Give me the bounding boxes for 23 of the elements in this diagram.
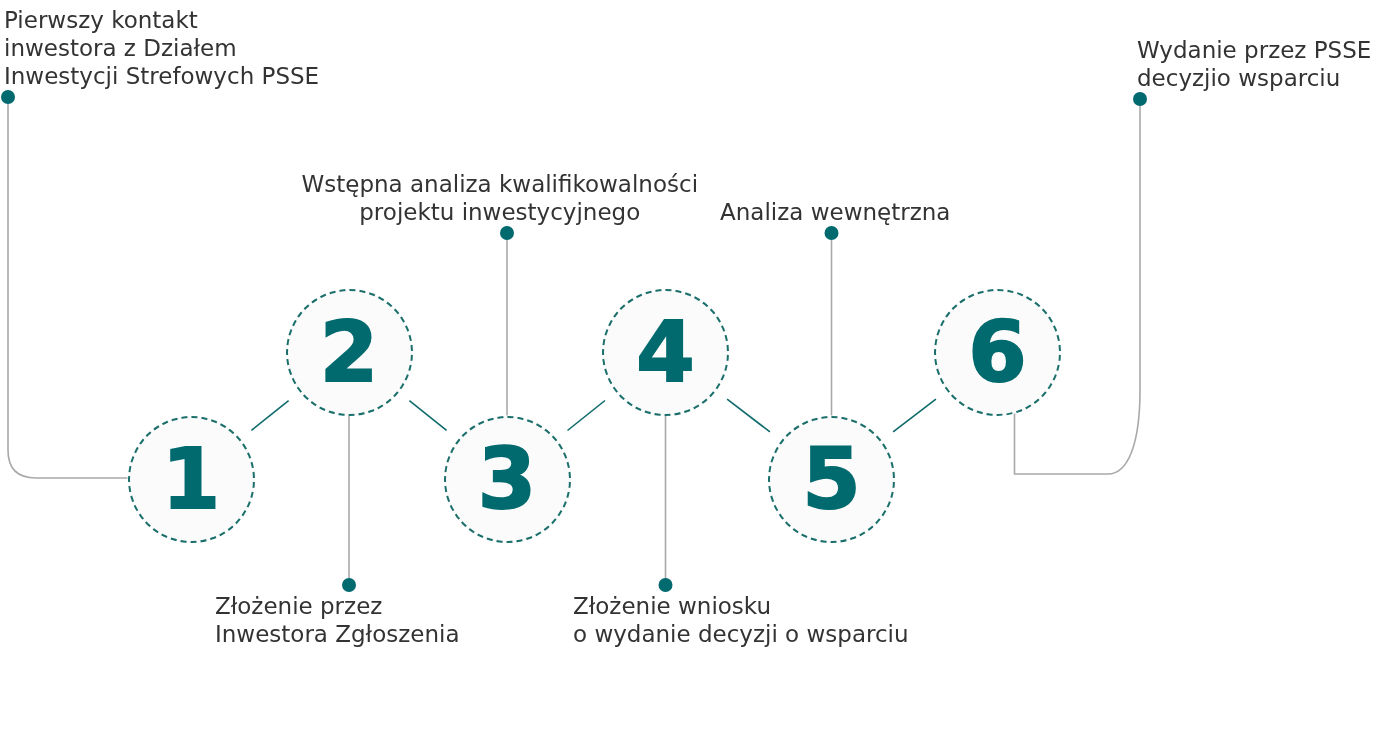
leader-line [342,414,356,593]
leader-line [824,225,839,417]
step-number: 3 [477,437,537,521]
leader-line [658,414,673,593]
step-label: Wstępna analiza kwalifikowalności projektu inwestycyjnego [301,170,699,226]
leader-line [1,89,129,479]
step-number: 6 [968,310,1027,394]
connector-line [566,399,606,432]
connector-line [408,399,448,432]
leader-line [500,225,514,417]
step-number: 2 [319,310,379,394]
step-label: Analiza wewnętrzna [720,198,951,226]
connector-line [892,398,937,433]
step-label: Złożenie przez Inwestora Zgłoszenia [215,592,460,648]
leader-line [1013,91,1147,475]
step-label: Pierwszy kontakt inwestora z Działem Inwestycji Strefowych PSSE [4,6,320,90]
step-number: 1 [161,437,221,521]
step-label: Wydanie przez PSSE decyzjio wsparciu [1137,36,1372,92]
step-label: Złożenie wniosku o wydanie decyzji o wsparciu [573,592,909,648]
connector-line [726,398,771,433]
step-number: 4 [636,310,695,394]
connector-line [250,399,290,432]
step-number: 5 [802,437,861,521]
